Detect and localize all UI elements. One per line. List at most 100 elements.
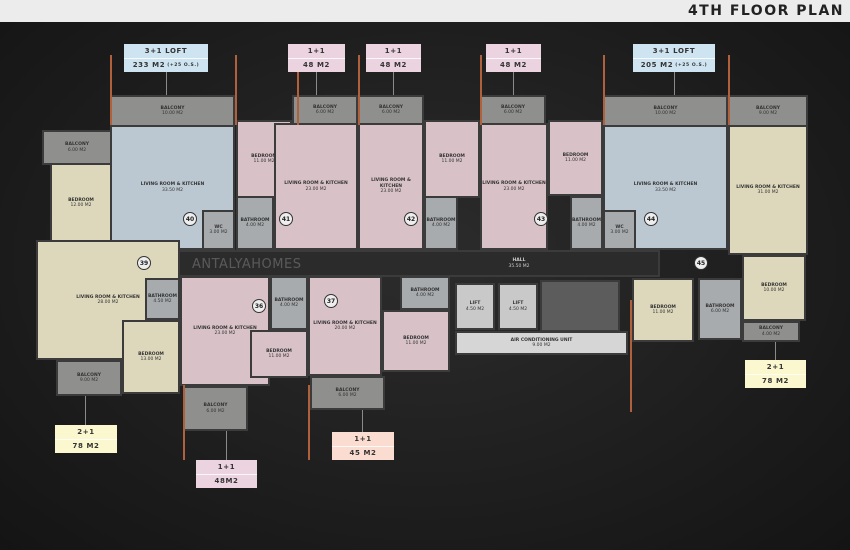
room-name: LIFT	[512, 301, 524, 306]
room-area: 3.00 M2	[209, 230, 228, 235]
room-area: 11.00 M2	[441, 159, 463, 164]
room-area: 4.00 M2	[415, 293, 435, 298]
unit-area: 205 M2(+25 O.S.)	[633, 57, 715, 73]
apartment-number-badge: 45	[694, 256, 708, 270]
room-area: 9.00 M2	[79, 378, 99, 383]
room-area: 10.00 M2	[161, 111, 184, 116]
room-name: BEDROOM	[138, 351, 164, 357]
room-name: LIVING ROOM & KITCHEN	[313, 320, 377, 326]
apartment-number-badge: 39	[137, 256, 151, 270]
room-name: LIVING ROOM & KITCHEN	[284, 181, 348, 186]
room-name: BALCONY	[756, 105, 780, 111]
room-name: LIVING ROOM & KITCHEN	[482, 181, 546, 186]
unit-divider-line	[110, 55, 112, 125]
unit-type: 3+1 LOFT	[652, 46, 696, 55]
room-name: BATHROOM	[426, 217, 456, 223]
room-name: BEDROOM	[251, 153, 277, 159]
room-area: 4.50 M2	[153, 299, 172, 304]
room-area: 12.00 M2	[70, 203, 92, 208]
unit-area-note: (+25 O.S.)	[675, 62, 708, 68]
room-area: 4.00 M2	[245, 223, 265, 228]
room-name: BALCONY	[501, 104, 525, 110]
unit-area-value: 78 M2	[761, 377, 789, 386]
room-name: HALL	[512, 258, 526, 263]
unit-divider-line	[603, 55, 605, 125]
room-area: 23.00 M2	[214, 331, 236, 336]
room-name: BALCONY	[65, 142, 89, 147]
room-name: BEDROOM	[562, 152, 589, 158]
unit-divider-line	[308, 385, 310, 460]
unit-type: 3+1 LOFT	[144, 46, 188, 55]
room-area: 6.00 M2	[315, 110, 335, 115]
unit-area-value: 48 M2	[499, 61, 527, 70]
header-bar: 4TH FLOOR PLAN	[0, 0, 850, 23]
room-name: BALCONY	[77, 372, 101, 378]
room-name: BALCONY	[379, 104, 403, 110]
room-name: LIVING ROOM & KITCHEN	[371, 178, 411, 189]
unit-area-note: (+25 O.S.)	[167, 62, 200, 68]
unit-divider-line	[630, 300, 632, 412]
unit-area: 78 M2	[745, 373, 806, 389]
unit-area-value: 48M2	[214, 477, 239, 486]
room-name: LIFT	[469, 301, 481, 306]
unit-area: 45 M2	[332, 445, 394, 461]
room-area: 11.00 M2	[405, 341, 427, 346]
room-area: 4.00 M2	[761, 331, 781, 337]
leader-line	[85, 396, 86, 425]
room-area: 33.50 M2	[161, 187, 184, 193]
room-name: BATHROOM	[572, 217, 601, 223]
room-area: 4.00 M2	[279, 303, 299, 308]
room-area: 33.50 M2	[654, 187, 677, 193]
unit-tag: 1+1 48M2	[196, 460, 257, 488]
unit-area: 48M2	[196, 473, 257, 489]
apartment-number-badge: 36	[252, 299, 266, 313]
leader-line	[226, 431, 227, 460]
unit-divider-line	[728, 55, 730, 125]
room-area: 31.00 M2	[757, 190, 779, 195]
unit-type: 1+1	[217, 462, 236, 471]
unit-type: 1+1	[307, 46, 326, 55]
room-name: LIVING ROOM & KITCHEN	[76, 294, 140, 300]
unit-divider-line	[358, 55, 360, 125]
room-area: 23.00 M2	[380, 189, 402, 195]
room-area: 3.00 M2	[610, 230, 629, 235]
unit-divider-line	[183, 385, 185, 460]
room-area: 11.00 M2	[652, 310, 674, 315]
room-area: 35.50 M2	[508, 263, 530, 269]
leader-line	[166, 72, 167, 95]
room-area: 11.00 M2	[564, 158, 587, 163]
unit-type: 1+1	[504, 46, 523, 55]
unit-divider-line	[235, 55, 237, 125]
room-area: 9.00 M2	[532, 343, 551, 348]
room-area: 10.00 M2	[654, 111, 677, 116]
room-name: BATHROOM	[274, 297, 304, 303]
room-area: 4.50 M2	[465, 306, 485, 312]
room-area: 4.00 M2	[577, 223, 596, 228]
room-name: BATHROOM	[705, 303, 735, 309]
unit-tag: 1+1 48 M2	[486, 44, 541, 72]
room-area: 6.00 M2	[338, 393, 357, 398]
leader-line	[775, 342, 776, 360]
